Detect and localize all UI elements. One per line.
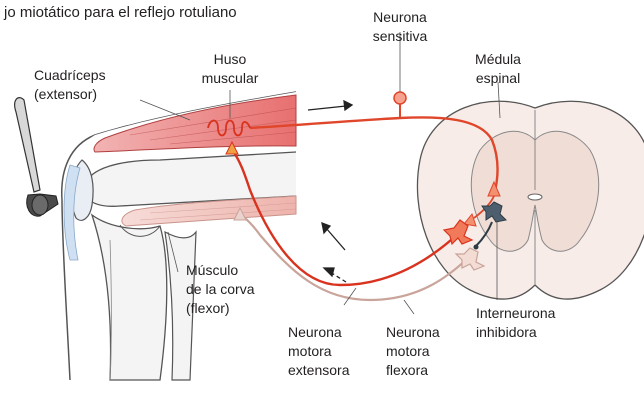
label-hamstring-line1: Músculo (186, 262, 238, 278)
label-extensor-motor: Neurona motora extensora (288, 324, 350, 378)
label-extensor-line2: motora (288, 343, 332, 359)
diagram-title: jo miotático para el reflejo rotuliano (3, 4, 237, 21)
label-quadriceps: Cuadríceps (extensor) (34, 67, 106, 102)
label-spinal-cord: Médula espinal (475, 51, 521, 86)
label-spinal-line2: espinal (476, 70, 520, 86)
central-canal (528, 194, 542, 200)
label-sensory-line1: Neurona (373, 9, 427, 25)
label-quadriceps-line2: (extensor) (34, 86, 97, 102)
label-extensor-line1: Neurona (288, 324, 342, 340)
label-hamstring-line3: (flexor) (186, 300, 230, 316)
label-spindle-line1: Huso (214, 51, 247, 67)
label-extensor-line3: extensora (288, 362, 350, 378)
quadriceps-muscle (94, 95, 296, 152)
label-flexor-line2: motora (386, 343, 430, 359)
flexor-leader (404, 300, 414, 314)
label-quadriceps-line1: Cuadríceps (34, 67, 106, 83)
label-hamstring-line2: de la corva (186, 281, 255, 297)
label-sensory-line2: sensitiva (373, 28, 428, 44)
label-flexor-motor: Neurona motora flexora (386, 324, 440, 378)
label-interneuron-line2: inhibidora (476, 324, 537, 340)
label-spinal-line1: Médula (475, 51, 521, 67)
label-sensory-neuron: Neurona sensitiva (373, 9, 428, 44)
label-flexor-line3: flexora (386, 362, 428, 378)
label-spindle: Huso muscular (202, 51, 259, 86)
label-spindle-line2: muscular (202, 70, 259, 86)
sensory-cell-body (394, 92, 406, 104)
reflex-hammer-icon (15, 98, 58, 217)
label-flexor-line1: Neurona (386, 324, 440, 340)
spinal-cord (417, 101, 644, 299)
label-interneuron-line1: Interneurona (476, 305, 556, 321)
signal-direction-arrows (308, 101, 352, 282)
label-interneuron: Interneurona inhibidora (476, 305, 556, 340)
